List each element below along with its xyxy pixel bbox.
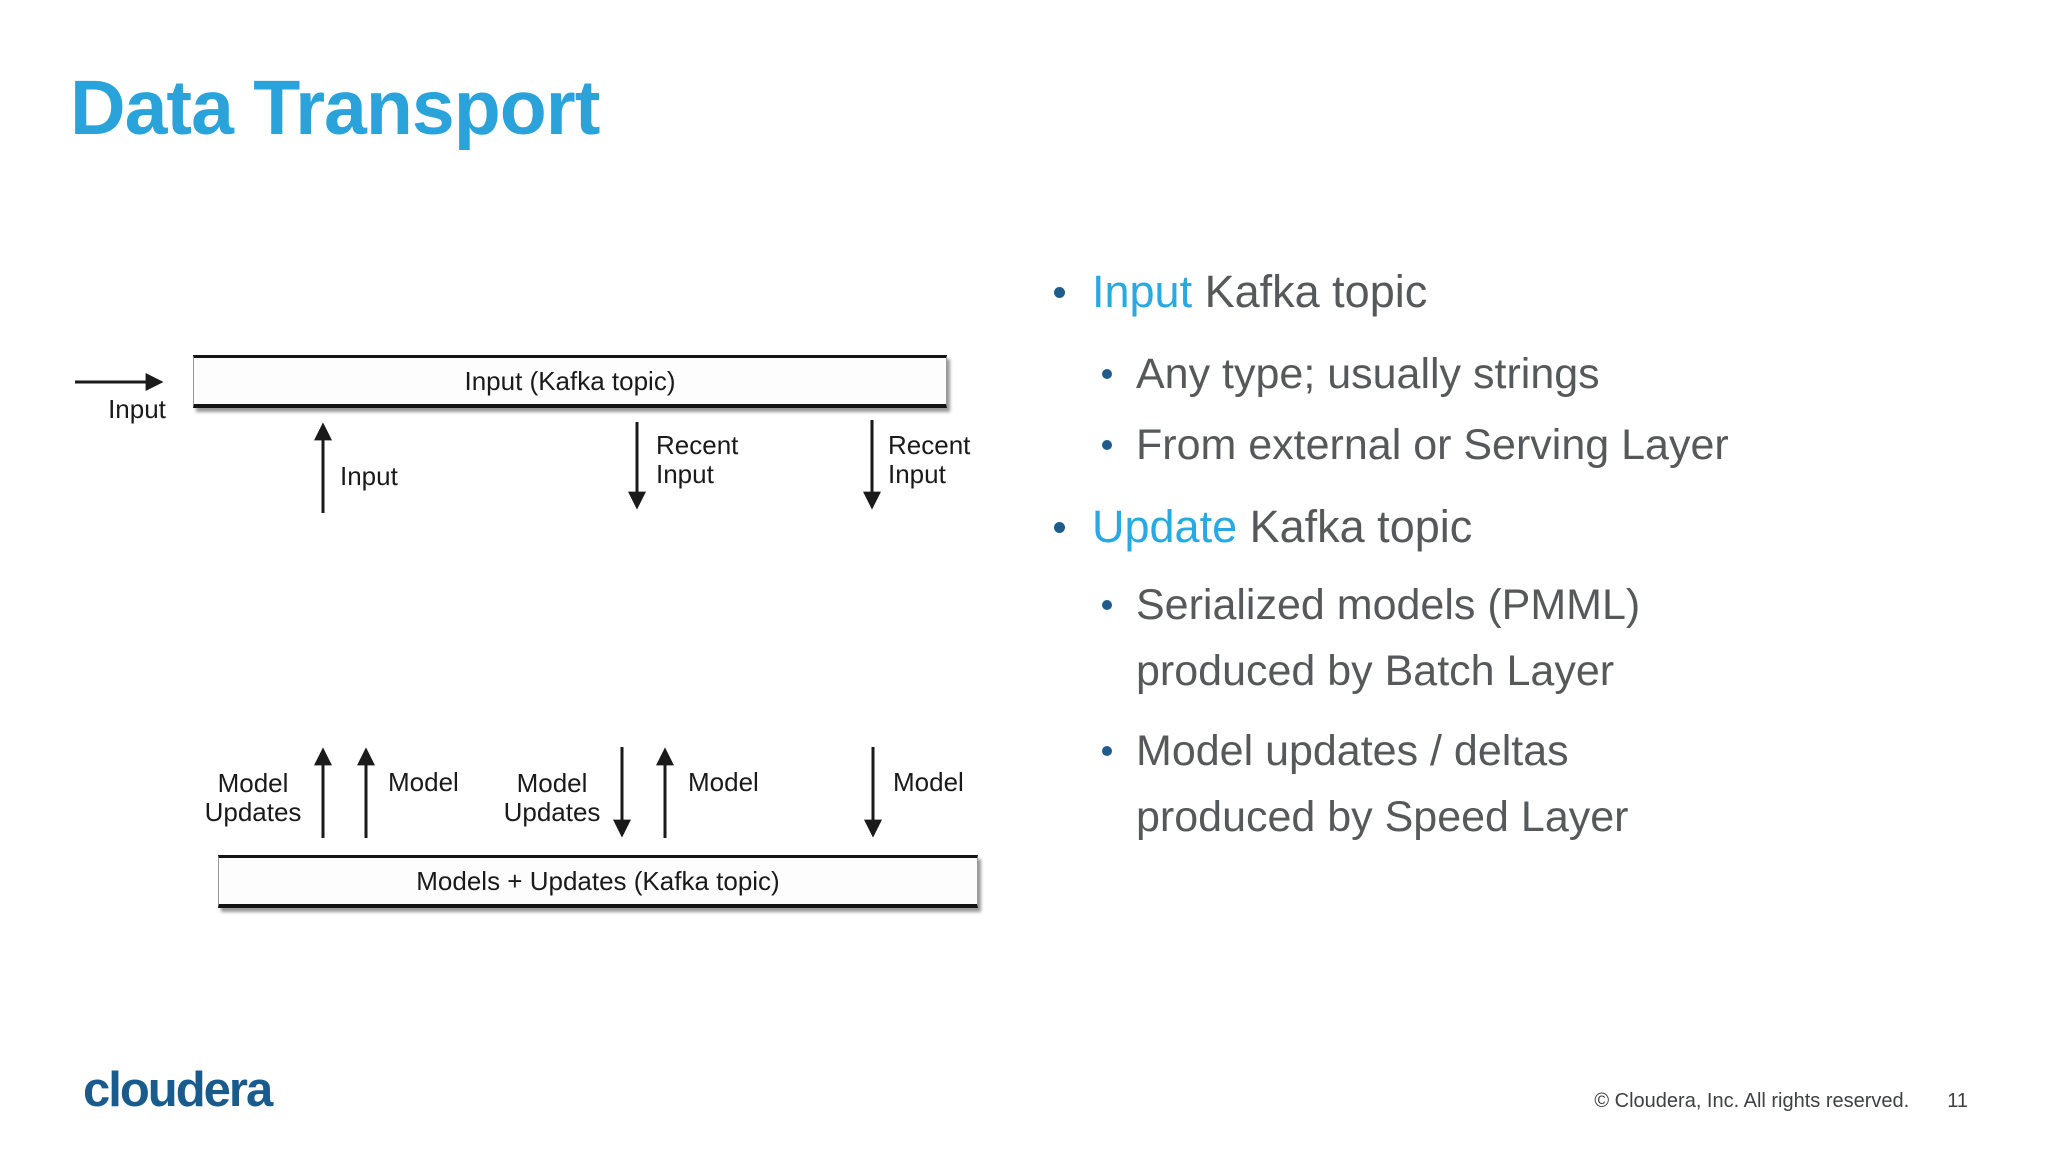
bullet-text: From external or Serving Layer [1136,421,1729,469]
bullet-text: Any type; usually strings [1136,350,1600,398]
model-updates-label-2: Model Updates [503,768,601,827]
bullet-serialized-models: Serialized models (PMML) produced by Bat… [1102,572,1640,704]
copyright-text: © Cloudera, Inc. All rights reserved. [1594,1090,1910,1112]
input-kafka-topic-box: Input (Kafka topic) [193,355,947,408]
model-label-1: Model [388,767,459,797]
model-label-2: Model [688,767,759,797]
external-input-label: Input [108,394,166,424]
cloudera-logo: cloudera [83,1063,273,1117]
model-label-3: Model [893,767,964,797]
bullet-dot-icon [1102,746,1112,756]
bullet-text: Input Kafka topic [1092,259,1427,325]
bullet-dot-icon [1054,287,1065,298]
bullet-text: Model updates / deltas produced by Speed… [1136,727,1629,841]
bullet-input-kafka-topic: Input Kafka topic [1054,259,1427,325]
bullet-dot-icon [1102,440,1112,450]
bullet-text: Update Kafka topic [1092,494,1472,560]
bullet-rest: Kafka topic [1192,266,1428,317]
bullet-update-kafka-topic: Update Kafka topic [1054,494,1472,560]
recent-input-label-1: Recent Input [656,430,739,489]
bullet-highlight: Update [1092,501,1238,552]
page-number: 11 [1947,1090,1968,1112]
footer: © Cloudera, Inc. All rights reserved. 11 [1594,1090,1968,1113]
page-title: Data Transport [70,65,600,151]
bullet-from-external: From external or Serving Layer [1102,412,1729,478]
bullet-rest: Kafka topic [1237,501,1473,552]
diagram-arrows [75,373,882,838]
bullet-model-updates-deltas: Model updates / deltas produced by Speed… [1102,718,1628,850]
bullet-highlight: Input [1092,266,1193,317]
bullet-any-type: Any type; usually strings [1102,341,1600,407]
bullet-dot-icon [1102,369,1112,379]
recent-input-label-2: Recent Input [888,430,971,489]
input-up-label: Input [340,461,398,491]
bullet-text: Serialized models (PMML) produced by Bat… [1136,581,1641,695]
model-updates-label-1: Model Updates [204,768,302,827]
bullet-dot-icon [1054,522,1065,533]
bullet-dot-icon [1102,600,1112,610]
models-updates-kafka-topic-box: Models + Updates (Kafka topic) [218,855,978,908]
